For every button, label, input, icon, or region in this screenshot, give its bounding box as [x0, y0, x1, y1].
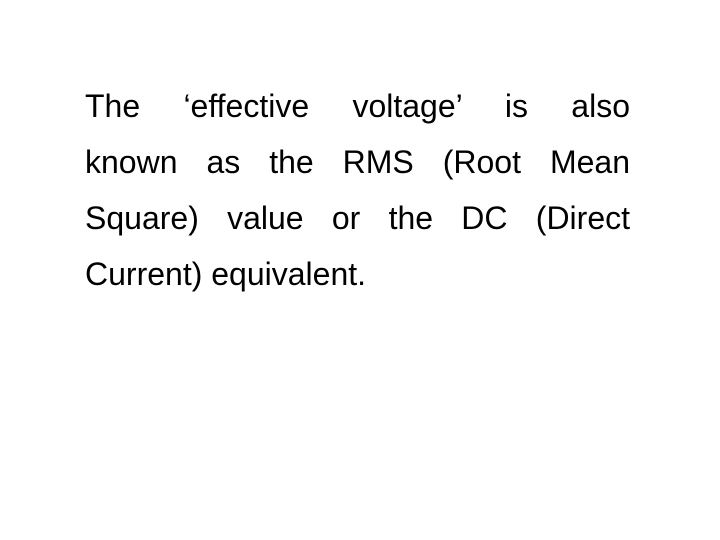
text-line-4: Current) equivalent.	[85, 256, 367, 292]
text-line-2: known as the RMS (Root Mean	[85, 144, 630, 180]
body-text: The ‘effective voltage’ is also known as…	[85, 78, 630, 302]
text-line-3: Square) value or the DC (Direct	[85, 200, 630, 236]
text-line-1: The ‘effective voltage’ is also	[85, 88, 630, 124]
